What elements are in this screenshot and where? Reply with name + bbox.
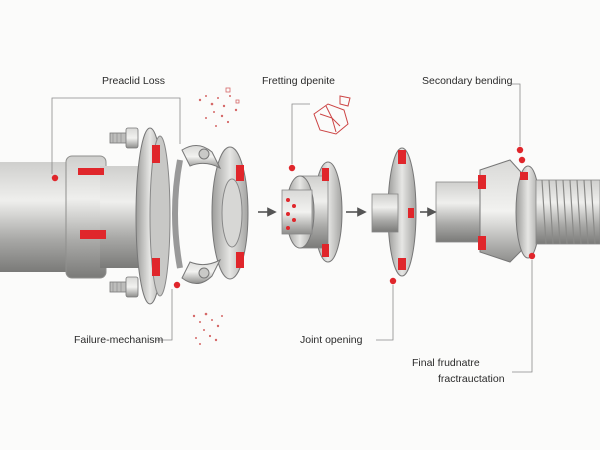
marker-dot <box>288 164 296 172</box>
wear-mark <box>80 230 106 239</box>
marker-dot <box>389 277 397 285</box>
debris-particles-icon <box>198 87 240 127</box>
marker-dot <box>528 252 536 260</box>
fretting-fragment-icon <box>313 95 351 135</box>
marker-dot <box>51 174 59 182</box>
marker-dot <box>518 156 526 164</box>
fretting-bushing <box>281 161 343 263</box>
label-preload-loss: Preaclid Loss <box>102 75 166 87</box>
label-final-fracture-line2: fractrauctation <box>438 373 505 385</box>
wear-mark <box>152 258 160 276</box>
label-fretting: Fretting dpenite <box>262 75 335 87</box>
debris-particles-icon <box>192 312 223 345</box>
shaft-assembly <box>0 127 181 305</box>
bolt-top <box>109 127 139 149</box>
label-final-fracture-line1: Final frudnatre <box>412 357 480 369</box>
marker-dot <box>173 281 181 289</box>
label-joint-opening: Joint opening <box>300 334 363 346</box>
joint-disc <box>371 147 417 285</box>
clamp-ring <box>172 145 249 284</box>
wear-mark <box>152 145 160 163</box>
threaded-bolt <box>435 146 600 263</box>
label-secondary-bending: Secondary bending <box>422 75 513 87</box>
label-failure-mechanism: Failure-mechanism <box>74 334 164 346</box>
bolt-bottom <box>109 276 139 298</box>
wear-mark <box>78 168 104 175</box>
leader-lines <box>51 83 533 373</box>
flange-face <box>149 135 171 297</box>
marker-dot <box>516 146 524 154</box>
